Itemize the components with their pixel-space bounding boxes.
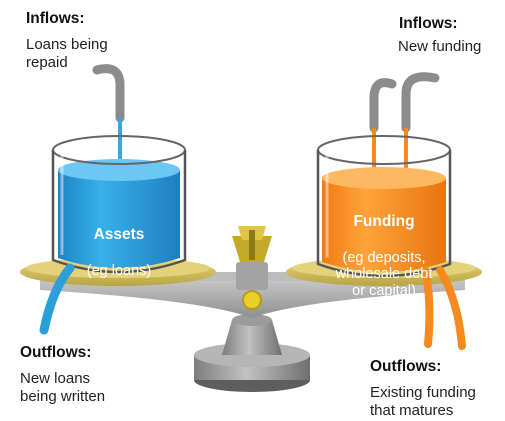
outflow-right-heading: Outflows: [370,358,442,375]
scale-base [194,314,310,392]
funding-subtitle: (eg deposits, wholesale debt or capital) [335,249,433,299]
left-inflow-pipe [92,64,125,168]
right-outflow-streams [421,266,466,350]
assets-container [51,135,187,274]
assets-label: Assets (eg loans) [58,208,180,298]
outflow-left-text: New loans being written [20,370,106,405]
inflow-right-heading: Inflows: [399,15,458,32]
scale-pivot [232,226,272,310]
inflow-left-text: Loans being repaid [26,36,108,71]
inflow-right-text: New funding [398,38,482,55]
outflow-left-heading: Outflows: [20,344,92,361]
left-outflow-stream [39,263,75,335]
funding-title: Funding [353,213,415,231]
inflow-left-heading: Inflows: [26,10,85,27]
funding-label: Funding (eg deposits, wholesale debt or … [320,195,448,318]
outflow-right-text: Existing funding that matures [370,384,476,419]
funding-container [316,135,452,278]
assets-title: Assets [93,226,145,244]
assets-subtitle: (eg loans) [86,262,152,279]
